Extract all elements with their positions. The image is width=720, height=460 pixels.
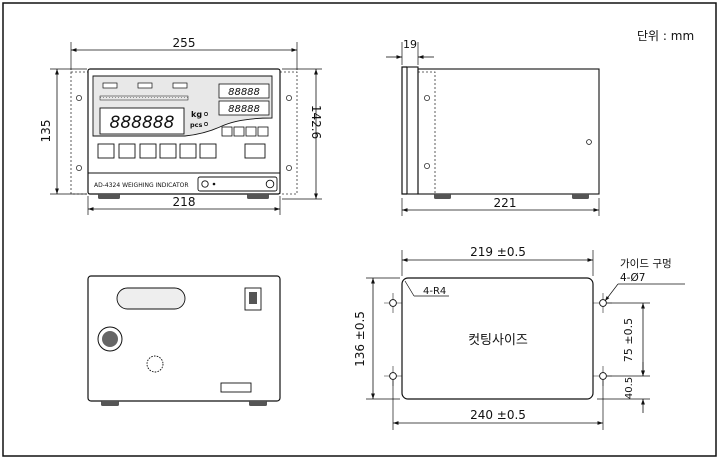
main-display-digits: 888888 — [110, 113, 175, 133]
main-display — [99, 107, 185, 135]
indicator-lamp — [137, 82, 153, 89]
front-key[interactable] — [139, 143, 157, 159]
dim-front-overall-width: 255 — [173, 36, 196, 50]
function-key[interactable] — [233, 126, 245, 137]
sub-display-2 — [218, 100, 270, 116]
knob-icon[interactable] — [265, 179, 275, 189]
guide-hole-title: 가이드 구멍 — [620, 258, 672, 270]
front-key[interactable] — [118, 143, 136, 159]
dim-side-front-depth: 19 — [403, 38, 417, 51]
rear-power-switch-rocker — [249, 292, 257, 304]
dim-front-overall-height: 142.6 — [309, 105, 323, 139]
foot — [434, 194, 451, 199]
sub-display-2-digits: 88888 — [228, 104, 260, 115]
bracket-hole — [423, 95, 430, 102]
model-label: AD-4324 WEIGHING INDICATOR — [94, 182, 189, 189]
front-key[interactable] — [159, 143, 177, 159]
guide-hole — [389, 372, 397, 380]
guide-hole — [389, 299, 397, 307]
power-switch-panel — [197, 176, 278, 192]
dim-cutout-height: 136 ±0.5 — [353, 311, 367, 367]
unit-kg-label: kg — [191, 110, 202, 119]
unit-lamp — [204, 122, 208, 126]
rear-connector-core — [102, 331, 118, 347]
front-key[interactable] — [179, 143, 197, 159]
function-key[interactable] — [245, 126, 257, 137]
front-key[interactable] — [97, 143, 115, 159]
side-body — [417, 68, 600, 195]
foot — [247, 194, 269, 199]
power-switch-icon[interactable] — [201, 180, 209, 188]
rear-label-plate — [116, 287, 186, 310]
cutout-label: 컷팅사이즈 — [468, 333, 528, 348]
rear-port-icon — [146, 355, 164, 373]
rear-terminal — [220, 382, 252, 393]
bracket-hole — [285, 95, 292, 102]
guide-hole — [599, 299, 607, 307]
bracket-hole — [423, 162, 430, 169]
unit-lamp — [204, 112, 208, 116]
foot — [98, 194, 120, 199]
bracket-hole — [76, 164, 83, 171]
front-key-row — [97, 143, 266, 159]
front-view: 888888 kg pcs 88888 88888 AD-4324 WEIGHI… — [39, 36, 323, 215]
dim-hole-span-width: 240 ±0.5 — [470, 408, 526, 422]
unit-label: 단위 : mm — [637, 29, 694, 43]
unit-pcs-label: pcs — [190, 121, 203, 129]
dim-hole-pitch-lower: 40.5 — [624, 377, 635, 399]
panel-cutout-view: 컷팅사이즈 4-R4 가이드 구멍 4-Ø7 219 ±0.5 240 ±0.5… — [353, 245, 685, 430]
dim-front-height: 135 — [39, 120, 53, 143]
indicator-lamp — [172, 82, 188, 89]
indicator-lamp — [102, 82, 118, 89]
cutout-outline — [401, 277, 594, 400]
enter-key[interactable] — [244, 143, 266, 159]
right-bracket — [279, 71, 298, 195]
corner-radius-note: 4-R4 — [423, 286, 446, 297]
function-key[interactable] — [221, 126, 233, 137]
power-lamp-icon — [212, 182, 216, 186]
bracket-hole — [285, 164, 292, 171]
dim-hole-pitch-upper: 75 ±0.5 — [622, 318, 635, 362]
rear-view — [87, 275, 281, 406]
status-led-row — [99, 95, 189, 101]
dim-front-body-width: 218 — [173, 195, 196, 209]
guide-hole-spec: 4-Ø7 — [620, 272, 645, 284]
side-view: 19 221 — [386, 38, 600, 216]
bracket-hole — [76, 95, 83, 102]
sub-display-1-digits: 88888 — [228, 87, 260, 98]
foot — [249, 401, 267, 406]
sub-display-1 — [218, 83, 270, 99]
side-front-bezel — [406, 66, 419, 195]
dim-side-depth: 221 — [494, 196, 517, 210]
left-bracket — [70, 71, 89, 195]
side-bracket — [417, 71, 436, 195]
guide-hole — [599, 372, 607, 380]
side-screw — [586, 139, 592, 145]
foot — [572, 194, 589, 199]
function-key[interactable] — [257, 126, 269, 137]
dim-cutout-width: 219 ±0.5 — [470, 245, 526, 259]
front-key[interactable] — [199, 143, 217, 159]
foot — [101, 401, 119, 406]
